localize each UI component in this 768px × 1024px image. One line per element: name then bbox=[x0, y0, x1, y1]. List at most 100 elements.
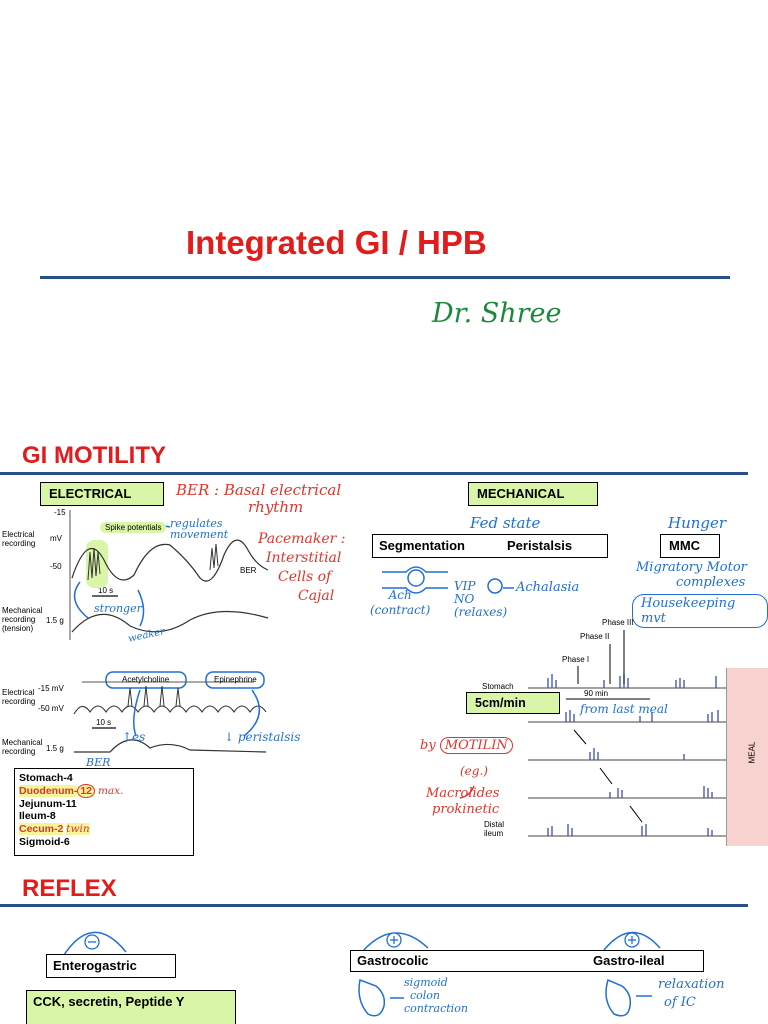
enterogastric-arc bbox=[61, 931, 127, 959]
graph2-electrical-label: Electrical recording bbox=[2, 688, 35, 706]
pacemaker-line-1: Pacemaker : bbox=[258, 531, 346, 547]
graph2-epi-box bbox=[205, 671, 265, 689]
achalasia-note: Achalasia bbox=[516, 580, 580, 595]
graph2-tick-bottom: -50 mV bbox=[38, 704, 64, 713]
spike-potentials-label: Spike potentials bbox=[100, 522, 167, 533]
relax-line-1: relaxation bbox=[658, 977, 725, 992]
graph1-stronger-arrow bbox=[73, 581, 89, 619]
sigmoid-line-3: contraction bbox=[404, 1002, 468, 1015]
title-rule bbox=[40, 276, 730, 279]
motilin-arrow bbox=[459, 785, 475, 799]
graph1-unit-mv: mV bbox=[50, 534, 62, 543]
hormones-label: CCK, secretin, Peptide Y bbox=[33, 994, 185, 1009]
reflex-heading: REFLEX bbox=[22, 875, 117, 902]
increase-note: ↑es bbox=[122, 730, 146, 744]
pacemaker-line-4: Cajal bbox=[298, 588, 335, 604]
macrolides-line-1: Macrolides bbox=[426, 786, 500, 801]
distal-line-2: ileum bbox=[484, 829, 504, 838]
graph2-ach-arrow bbox=[133, 689, 141, 737]
stomach-sketch-2-icon bbox=[605, 978, 632, 1017]
motilin-prefix: by bbox=[420, 738, 436, 753]
sphincter-circle bbox=[407, 569, 425, 587]
freq-duodenum-note: max. bbox=[97, 784, 124, 797]
phase-3-label: Phase III bbox=[602, 618, 634, 627]
graph1-mech-line-3: (tension) bbox=[2, 624, 34, 633]
graph1-mech-line-1: Mechanical bbox=[2, 606, 43, 615]
freq-jejunum: Jejunum-11 bbox=[19, 797, 77, 810]
mechanical-box-label: MECHANICAL bbox=[477, 486, 565, 501]
graph1-mechanical-trace bbox=[71, 610, 269, 633]
graph2-time-label: 10 s bbox=[96, 718, 112, 727]
pacemaker-line-3: Cells of bbox=[278, 569, 332, 585]
inhibit-circle bbox=[487, 578, 503, 594]
graph1-electrical-trace bbox=[71, 539, 269, 582]
graph2-mech-line-1: Mechanical bbox=[2, 738, 43, 747]
freq-cecum-note: twin bbox=[66, 823, 90, 836]
regulates-line-1: regulates bbox=[170, 517, 223, 530]
graph2-epi-arrow bbox=[243, 689, 261, 737]
meal-bar: MEAL bbox=[726, 668, 768, 846]
enterogastric-box: Enterogastric bbox=[46, 954, 176, 978]
segmentation-label: Segmentation bbox=[379, 538, 465, 553]
graph1-label-line-2: recording bbox=[2, 539, 36, 548]
graph2-unit-g: 1.5 g bbox=[46, 744, 64, 753]
peristalsis-label: Peristalsis bbox=[507, 538, 573, 553]
enterogastric-label: Enterogastric bbox=[53, 958, 137, 973]
freq-sigmoid: Sigmoid-6 bbox=[19, 835, 70, 848]
speed-label: 5cm/min bbox=[475, 696, 526, 710]
propagation-arrow-3 bbox=[629, 805, 643, 823]
graph2-label-line-2: recording bbox=[2, 697, 36, 706]
mechanical-box: MECHANICAL bbox=[468, 482, 598, 506]
mmc-bursts-5 bbox=[547, 824, 713, 836]
pacemaker-note: Pacemaker : Interstitial Cells of Cajal bbox=[258, 530, 346, 606]
graph1-mech-line-2: recording bbox=[2, 615, 36, 624]
mmc-bursts-3 bbox=[589, 748, 685, 760]
regulates-note: regulates movement bbox=[170, 518, 228, 540]
fed-state-note: Fed state bbox=[470, 514, 541, 532]
electrical-box: ELECTRICAL bbox=[40, 482, 164, 506]
reflex-rule bbox=[0, 904, 748, 907]
freq-cecum-label: Cecum-2 bbox=[19, 823, 64, 836]
hunger-note: Hunger bbox=[668, 514, 727, 532]
sigmoid-line-2: colon bbox=[410, 989, 441, 1002]
sphincter-shape bbox=[382, 566, 448, 594]
graph1-electrical-label: Electrical recording bbox=[2, 530, 35, 548]
peristalsis-decrease-note: ↓ peristalsis bbox=[224, 730, 301, 744]
graph1-tick-top: -15 bbox=[54, 508, 66, 517]
ach-note: Ach (contract) bbox=[370, 588, 430, 618]
mmc-box: MMC bbox=[660, 534, 720, 558]
ach-note-line-1: Ach bbox=[388, 588, 412, 602]
vip-note-line-2: NO bbox=[454, 592, 475, 606]
vip-note: VIP NO (relaxes) bbox=[454, 580, 507, 619]
acetylcholine-label: Acetylcholine bbox=[122, 675, 170, 684]
macrolides-line-2: prokinetic bbox=[432, 802, 500, 817]
graph1-spikes-1 bbox=[87, 547, 101, 581]
graph2-ber-note: BER bbox=[86, 756, 111, 769]
housekeeping-note: Housekeeping mvt bbox=[632, 594, 768, 628]
eg-note: (eg.) bbox=[460, 764, 488, 778]
graph2-tick-top: -15 mV bbox=[38, 684, 64, 693]
pacemaker-line-2: Interstitial bbox=[266, 550, 342, 566]
ber-note-line-2: rhythm bbox=[248, 498, 304, 516]
speed-box: 5cm/min bbox=[466, 692, 560, 714]
graph2-electrical-trace bbox=[73, 705, 267, 715]
freq-ileum: Ileum-8 bbox=[19, 810, 56, 823]
sigmoid-line-1: sigmoid bbox=[404, 976, 448, 989]
gastrocolic-ileal-box: Gastrocolic Gastro-ileal bbox=[350, 950, 704, 972]
graph1-label-line-1: Electrical bbox=[2, 530, 35, 539]
graph1-mechanical-label: Mechanical recording (tension) bbox=[2, 606, 42, 633]
ber-note: BER : Basal electrical rhythm bbox=[176, 482, 341, 516]
graph2-mechanical-label: Mechanical recording bbox=[2, 738, 42, 756]
vip-note-line-1: VIP bbox=[454, 579, 476, 593]
mmc-full-note: Migratory Motor complexes bbox=[636, 560, 747, 590]
segmentation-peristalsis-box: Segmentation Peristalsis bbox=[372, 534, 608, 558]
propagation-arrow-1 bbox=[573, 729, 587, 745]
vip-note-line-3: (relaxes) bbox=[454, 605, 508, 619]
mmc-bursts-2 bbox=[565, 710, 719, 722]
distal-ileum-label: Distal ileum bbox=[484, 820, 504, 838]
gastroileal-label: Gastro-ileal bbox=[593, 953, 665, 968]
ber-note-line-1: BER : Basal electrical bbox=[176, 481, 342, 499]
sigmoid-note: sigmoid colon contraction bbox=[404, 976, 468, 1015]
